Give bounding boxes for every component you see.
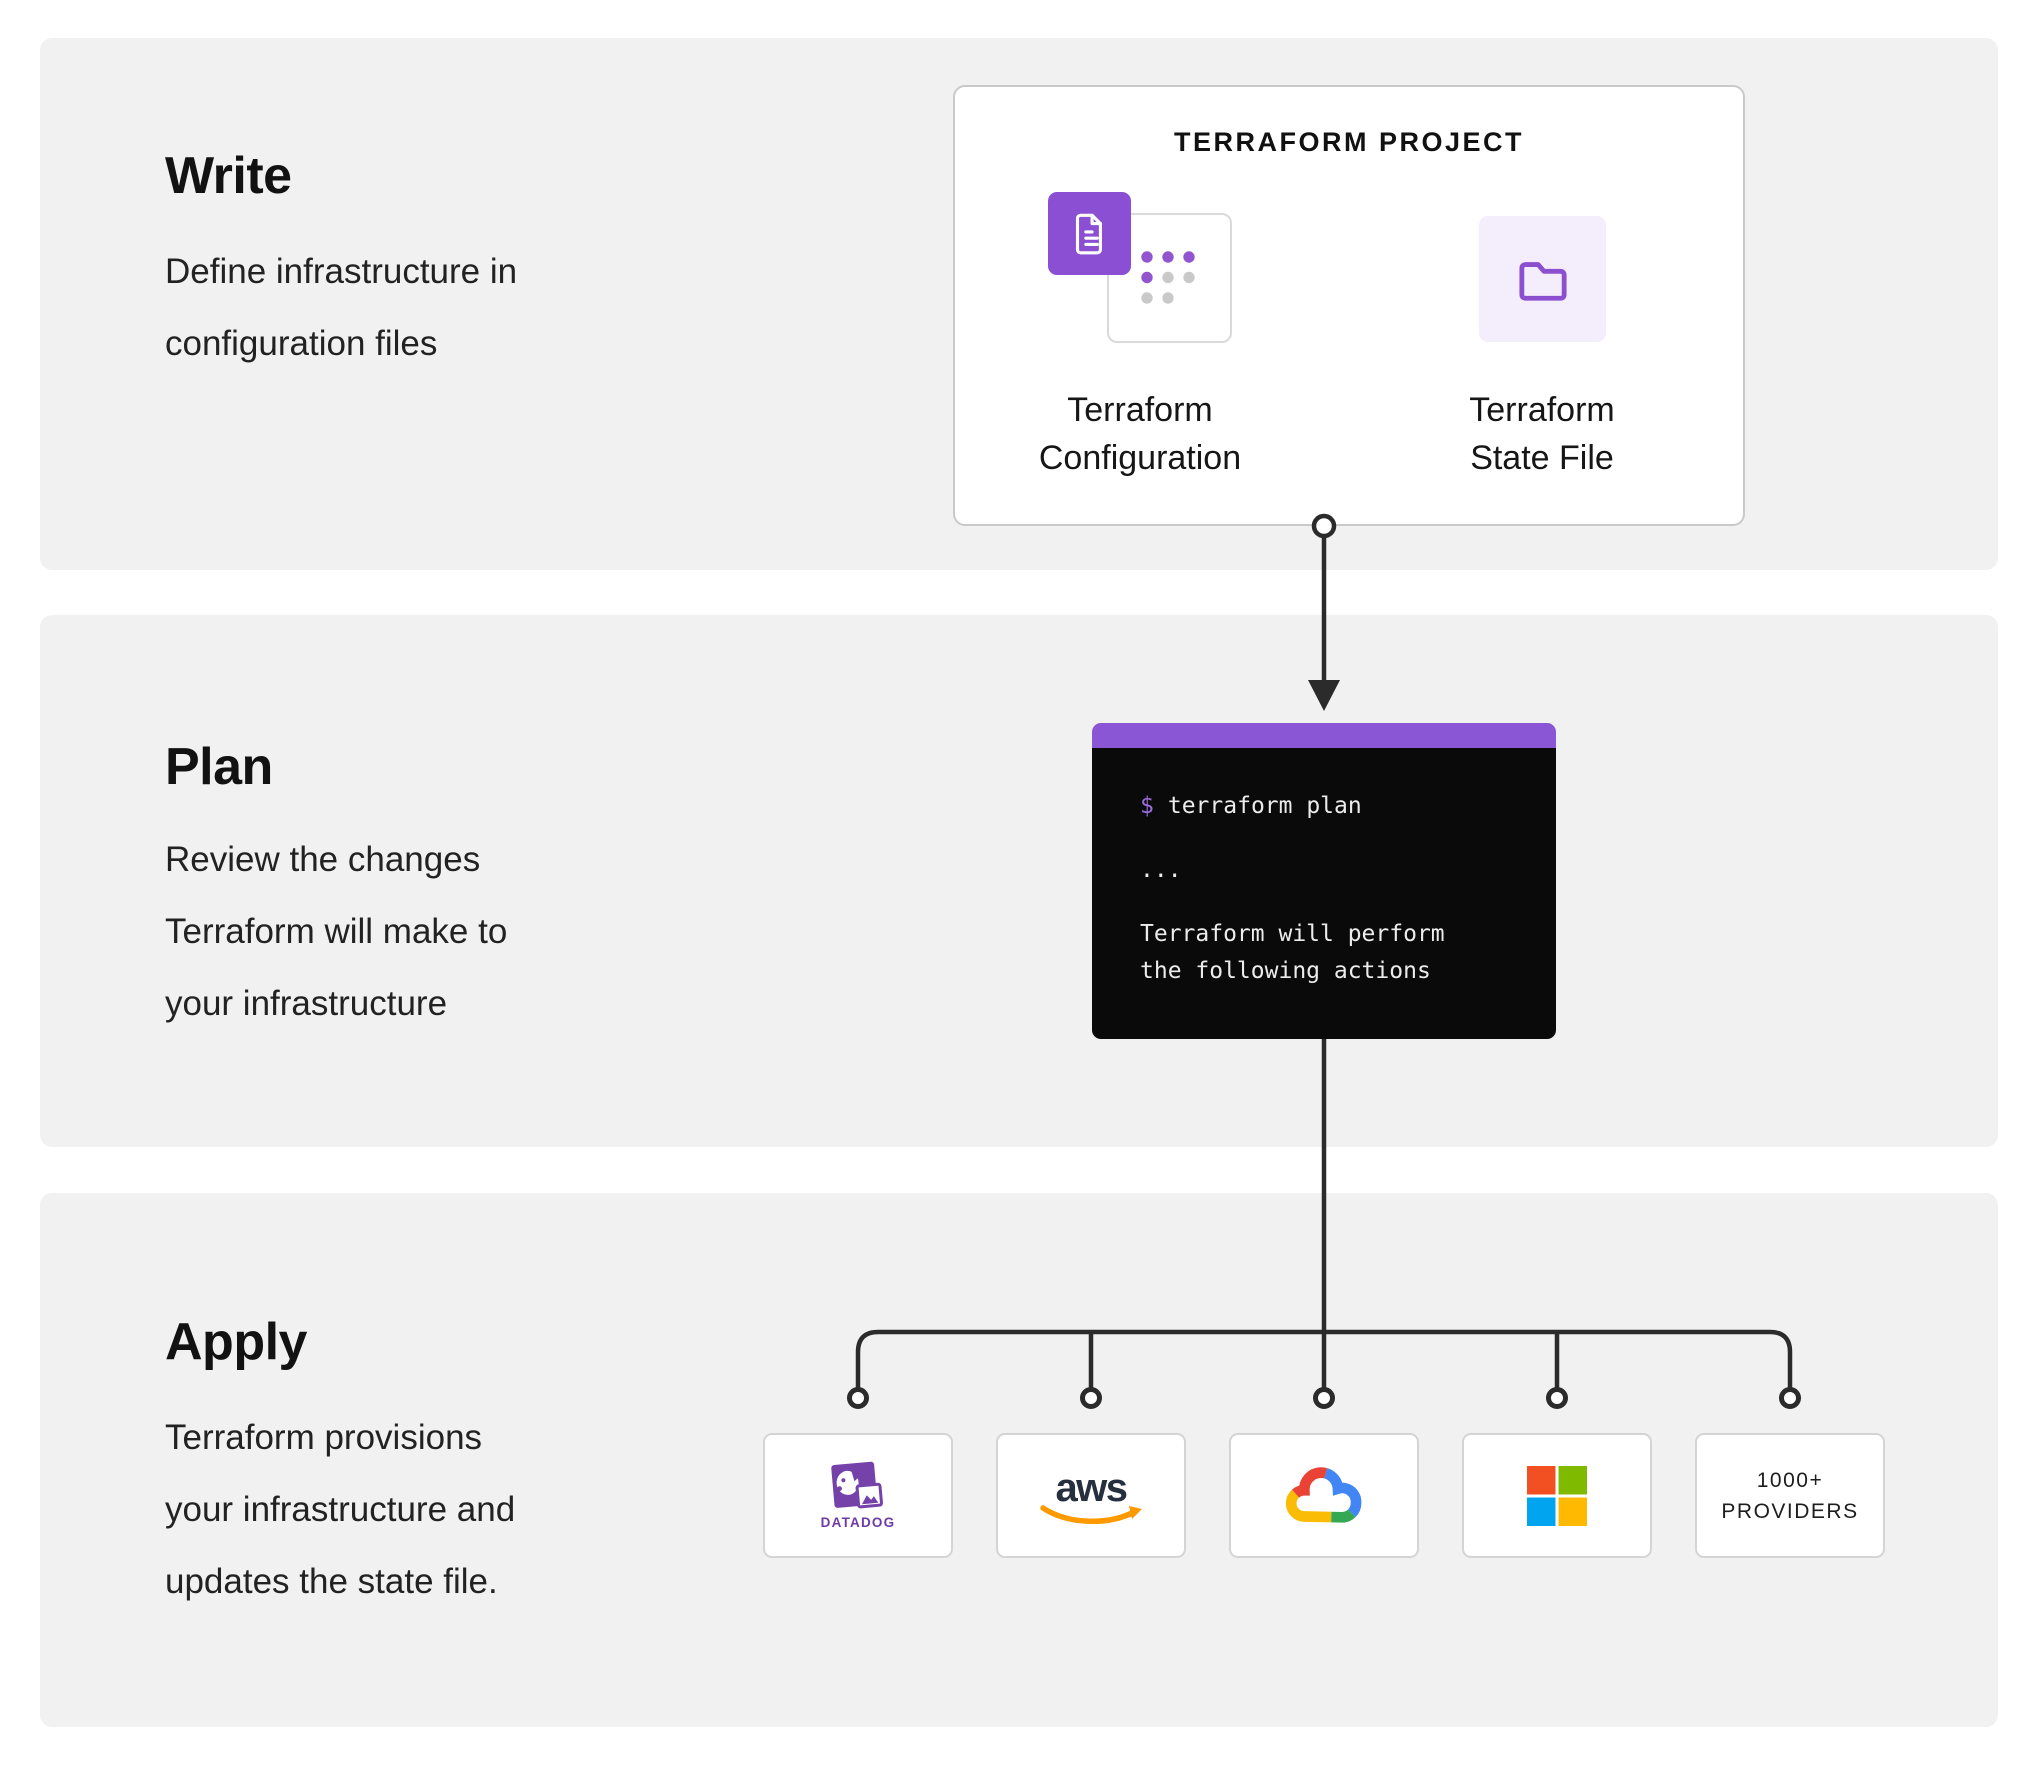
folder-icon	[1513, 254, 1573, 304]
plan-description: Review the changes Terraform will make t…	[165, 824, 507, 1040]
write-description-line: configuration files	[165, 308, 517, 380]
apply-description-line: your infrastructure and	[165, 1474, 515, 1546]
config-file-tile	[1048, 192, 1131, 275]
apply-description: Terraform provisions your infrastructure…	[165, 1402, 515, 1618]
aws-wordmark: aws	[1055, 1472, 1126, 1504]
document-icon	[1065, 209, 1115, 259]
terminal-ellipsis: ...	[1140, 852, 1536, 889]
write-heading: Write	[165, 146, 292, 206]
provider-card-datadog: DATADOG	[763, 1433, 953, 1558]
apply-heading: Apply	[165, 1312, 307, 1372]
terminal-window: $ terraform plan ... Terraform will perfo…	[1092, 723, 1556, 1039]
provider-card-aws: aws	[996, 1433, 1186, 1558]
plan-heading: Plan	[165, 737, 273, 797]
terminal-message: Terraform will perform the following act…	[1140, 916, 1536, 990]
apply-description-line: updates the state file.	[165, 1546, 515, 1618]
write-description: Define infrastructure in configuration f…	[165, 236, 517, 380]
terraform-state-file-label: Terraform State File	[1392, 386, 1692, 482]
provider-card-google-cloud	[1229, 1433, 1419, 1558]
project-to-plan-arrow	[1296, 510, 1352, 720]
aws-smile-icon	[1039, 1504, 1143, 1530]
microsoft-logo-icon	[1527, 1466, 1587, 1526]
terraform-configuration-label: Terraform Configuration	[990, 386, 1290, 482]
terminal-output: $ terraform plan ... Terraform will perfo…	[1092, 748, 1556, 1039]
datadog-wordmark: DATADOG	[821, 1515, 896, 1530]
write-description-line: Define infrastructure in	[165, 236, 517, 308]
dots-grid-icon	[1141, 251, 1197, 307]
plan-description-line: your infrastructure	[165, 968, 507, 1040]
terminal-command-line: $ terraform plan	[1140, 788, 1536, 825]
provider-card-microsoft	[1462, 1433, 1652, 1558]
terminal-titlebar	[1092, 723, 1556, 748]
terminal-command: terraform plan	[1168, 793, 1362, 819]
datadog-logo-icon	[828, 1461, 888, 1513]
plan-description-line: Terraform will make to	[165, 896, 507, 968]
more-providers-label: 1000+ PROVIDERS	[1721, 1465, 1858, 1527]
provider-card-more-providers: 1000+ PROVIDERS	[1695, 1433, 1885, 1558]
terraform-project-title: TERRAFORM PROJECT	[953, 127, 1745, 158]
google-cloud-logo-icon	[1283, 1464, 1365, 1528]
apply-description-line: Terraform provisions	[165, 1402, 515, 1474]
terminal-prompt: $	[1140, 793, 1154, 819]
state-file-tile	[1479, 216, 1606, 342]
plan-to-providers-connector	[830, 1030, 1815, 1420]
plan-description-line: Review the changes	[165, 824, 507, 896]
